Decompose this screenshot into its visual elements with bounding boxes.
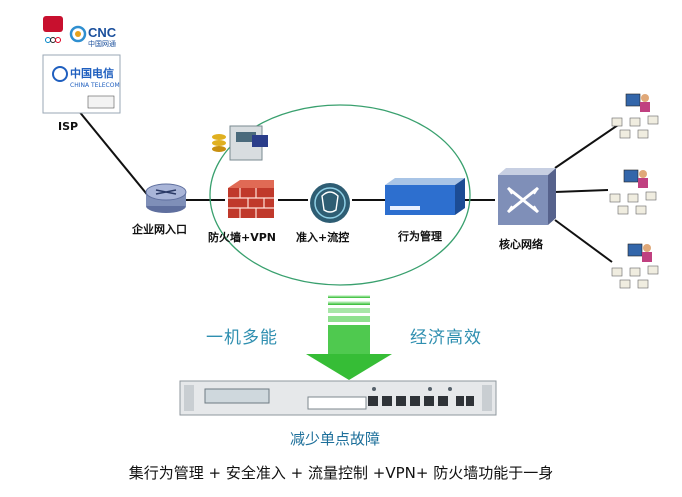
isp-label: ISP <box>58 120 78 133</box>
down-arrow <box>306 295 392 380</box>
core-switch-icon <box>498 168 556 225</box>
client-group-1 <box>611 93 659 139</box>
china-telecom-text: 中国电信 <box>70 66 114 80</box>
rack-appliance-icon <box>179 380 497 416</box>
link-core-group3 <box>554 219 613 263</box>
connection-lines <box>77 109 619 263</box>
link-isp-gateway <box>77 109 151 199</box>
behavior-mgmt-label: 行为管理 <box>398 230 442 243</box>
access-flow-label: 准入+流控 <box>296 231 350 244</box>
beijing-olympic-logo <box>43 16 63 43</box>
slogan-right: 经济高效 <box>410 328 482 348</box>
enterprise-gateway-label: 企业网入口 <box>132 223 187 236</box>
client-group-3 <box>611 243 659 289</box>
client-group-2 <box>609 169 657 215</box>
cnc-logo-subtext: 中国网通 <box>88 39 116 48</box>
core-switch-label: 核心网络 <box>499 238 543 251</box>
access-control-icon <box>310 183 350 223</box>
behavior-appliance-icon <box>385 178 465 215</box>
firewall-vpn-label: 防火墙+VPN <box>208 231 276 244</box>
caption-reduce-failure: 减少单点故障 <box>290 430 381 448</box>
link-core-group1 <box>554 124 619 169</box>
china-telecom-icon <box>52 66 68 82</box>
vpn-server-icon <box>212 125 268 161</box>
cnc-logo-text: CNC <box>88 25 117 40</box>
slogan-left: 一机多能 <box>206 328 278 348</box>
cnc-logo <box>69 25 87 43</box>
china-telecom-en-text: CHINA TELECOM <box>70 82 120 89</box>
router-icon <box>145 183 187 213</box>
security-zone-ellipse <box>209 104 471 286</box>
link-core-group2 <box>554 189 609 193</box>
footer-summary: 集行为管理 + 安全准入 + 流量控制 +VPN+ 防火墙功能于一身 <box>128 464 554 482</box>
firewall-icon <box>228 180 274 218</box>
telecom-seal-icon <box>87 95 115 109</box>
